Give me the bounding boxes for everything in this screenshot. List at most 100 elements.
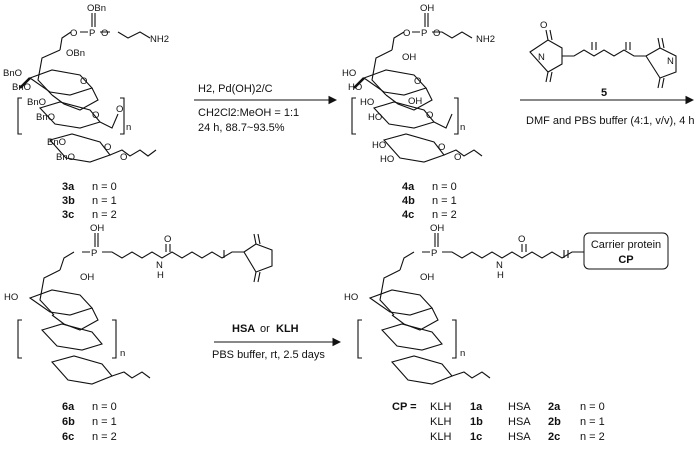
label-n-repeat: n [460, 348, 465, 359]
label-ho: HO [4, 292, 18, 303]
cmpd-6b-eq: n = 1 [92, 416, 117, 428]
compound-3-legend: 3a n = 0 3b n = 1 3c n = 2 [62, 181, 117, 221]
label-p: P [421, 28, 427, 39]
label-p: P [89, 28, 95, 39]
row-1-id1: 1b [470, 416, 483, 428]
reaction-arrow-2: 5 DMF and PBS buffer (4:1, v/v), 4 h [520, 87, 695, 127]
label-oh: OH [420, 272, 434, 283]
row-2-id2: 2c [548, 431, 560, 443]
cmpd-6a-eq: n = 0 [92, 401, 117, 413]
label-o-ring2: O [426, 110, 433, 121]
label-o3: O [433, 28, 440, 39]
compound-6-legend: 6a n = 0 6b n = 1 6c n = 2 [62, 401, 117, 443]
cmpd-6a-id: 6a [62, 401, 75, 413]
arrow1-line3: 24 h, 88.7~93.5% [198, 122, 285, 134]
compound-4-atom-labels: OH O P O NH2 OH HO HO O HO HO OH O n HO … [342, 3, 495, 165]
label-o-propyl: O [454, 152, 461, 163]
compound-4-legend: 4a n = 0 4b n = 1 4c n = 2 [402, 181, 457, 221]
label-obn-top: OBn [87, 3, 106, 14]
arrow3-or: or [260, 323, 270, 335]
cmpd-4c-id: 4c [402, 209, 414, 221]
row-2-hsa: HSA [508, 431, 531, 443]
label-ho-l2: HO [348, 82, 362, 93]
label-h: H [497, 270, 504, 281]
row-2-klh: KLH [430, 431, 451, 443]
cmpd-6b-id: 6b [62, 416, 75, 428]
arrow1-line2: CH2Cl2:MeOH = 1:1 [198, 107, 299, 119]
label-o-link: O [116, 104, 123, 115]
row-0-id1: 1a [470, 401, 483, 413]
label-ho-l3: HO [360, 97, 374, 108]
label-bno-l2: BnO [12, 82, 31, 93]
cmpd-3c-id: 3c [62, 209, 74, 221]
reagent-5-label: 5 [601, 87, 607, 99]
compound-3-atom-labels: OBn O P O NH2 OBn BnO BnO O BnO BnO O n … [3, 3, 169, 163]
compound-4-structure [351, 13, 483, 163]
carrier-line2: CP [618, 254, 633, 266]
cmpd-3b-eq: n = 1 [92, 195, 117, 207]
cmpd-4c-eq: n = 2 [432, 209, 457, 221]
label-o-ring3: O [104, 142, 111, 153]
label-n-repeat: n [460, 122, 465, 133]
label-o: O [540, 20, 547, 31]
arrow3-reagent-b: KLH [276, 323, 299, 335]
label-n-repeat: n [120, 348, 125, 359]
label-nh2: NH2 [476, 34, 495, 45]
label-bno-l1: BnO [3, 68, 22, 79]
cmpd-6c-id: 6c [62, 431, 74, 443]
row-0-hsa: HSA [508, 401, 531, 413]
label-obn-r1: OBn [66, 48, 85, 59]
label-p: P [91, 248, 97, 259]
label-o-ring2: O [92, 110, 99, 121]
label-bno-l5: BnO [47, 137, 66, 148]
label-o-ring1: O [414, 76, 421, 87]
label-oh-mid: OH [408, 96, 422, 107]
compound-3-structure [17, 13, 157, 163]
label-o-allyl: O [120, 152, 127, 163]
label-o: O [518, 234, 525, 245]
label-n-repeat: n [126, 122, 131, 133]
reagent-5-structure [529, 29, 677, 89]
arrow3-reagent-a: HSA [232, 323, 255, 335]
label-ho: HO [344, 292, 358, 303]
carrier-line1: Carrier protein [591, 239, 661, 251]
row-0-id2: 2a [548, 401, 561, 413]
compound-6-structure [17, 233, 273, 385]
label-ho-l1: HO [342, 68, 356, 79]
reagent-5-atom-labels: N N O [538, 20, 674, 67]
row-2-id1: 1c [470, 431, 482, 443]
label-n2: N [667, 56, 674, 67]
cmpd-6c-eq: n = 2 [92, 431, 117, 443]
row-1-hsa: HSA [508, 416, 531, 428]
label-p: P [431, 248, 437, 259]
arrow1-line1: H2, Pd(OH)2/C [198, 83, 273, 95]
arrow2-conditions: DMF and PBS buffer (4:1, v/v), 4 h [526, 115, 695, 127]
label-n: N [156, 260, 163, 271]
cmpd-3a-eq: n = 0 [92, 181, 117, 193]
carrier-protein-box: Carrier protein CP [583, 232, 669, 270]
cmpd-3a-id: 3a [62, 181, 75, 193]
cp-eq: CP = [392, 401, 417, 413]
label-o1: O [403, 28, 410, 39]
row-0-eq: n = 0 [580, 401, 605, 413]
label-o: O [164, 234, 171, 245]
label-ho-l4: HO [368, 112, 382, 123]
conjugate-structure [357, 233, 584, 385]
label-oh-top: OH [90, 223, 104, 234]
label-o-p3: O [101, 28, 108, 39]
cmpd-4b-id: 4b [402, 195, 415, 207]
label-nh2: NH2 [150, 34, 169, 45]
label-oh-r1: OH [402, 52, 416, 63]
label-n: N [496, 260, 503, 271]
label-bno-l6: BnO [56, 152, 75, 163]
label-n1: N [538, 52, 545, 63]
label-o-ring1: O [80, 76, 87, 87]
label-ho-l5: HO [372, 140, 386, 151]
reaction-arrow-3: HSA or KLH PBS buffer, rt, 2.5 days [212, 323, 342, 361]
cmpd-3c-eq: n = 2 [92, 209, 117, 221]
cmpd-3b-id: 3b [62, 195, 75, 207]
row-1-klh: KLH [430, 416, 451, 428]
label-oh-top: OH [430, 223, 444, 234]
conjugate-atom-labels: OH P O N H n OH HO [344, 223, 525, 359]
